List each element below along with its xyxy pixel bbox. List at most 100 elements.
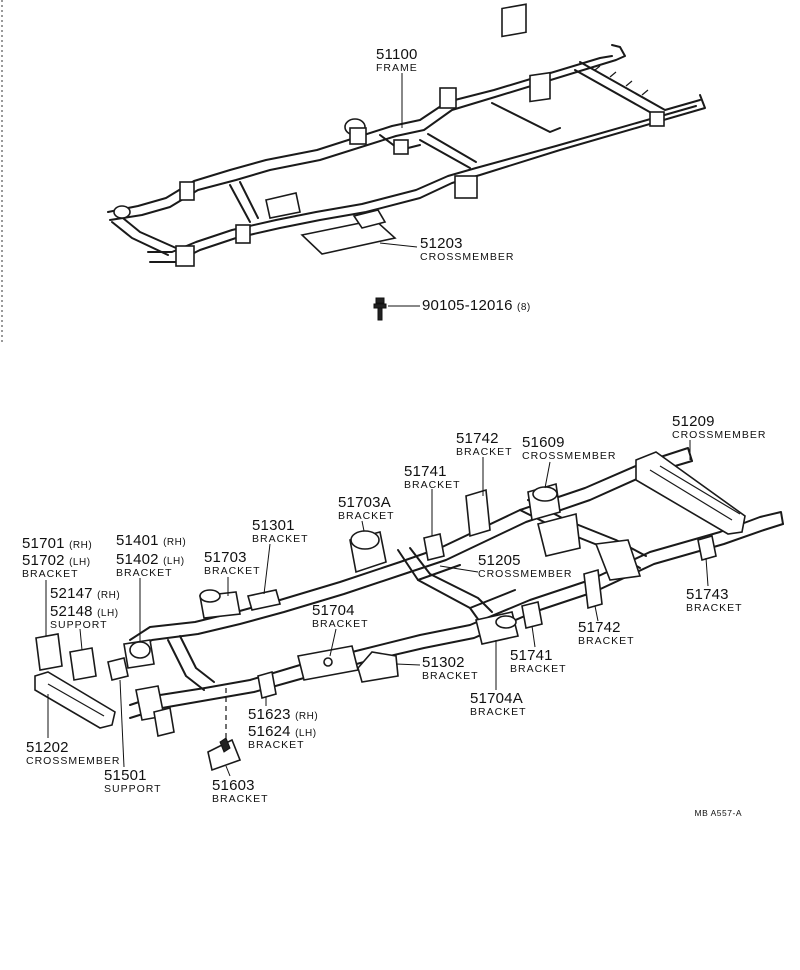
top-frame-right-rail <box>109 44 626 221</box>
callout-52148: 52148 (LH)SUPPORT <box>50 604 119 631</box>
part-name: BRACKET <box>252 533 309 545</box>
part-number: 51742 <box>578 619 621 636</box>
part-number: 51704A <box>470 690 523 707</box>
part-number: 51402 (LH) <box>116 551 185 568</box>
side-suffix: (LH) <box>295 728 317 739</box>
support-52147 <box>69 647 97 681</box>
top-crossmember-51203-plate <box>300 219 397 255</box>
part-name: BRACKET <box>22 568 79 580</box>
bolt-90105-icon <box>375 297 385 304</box>
part-number: 51623 (RH) <box>248 706 319 723</box>
part-name: BRACKET <box>422 670 479 682</box>
bottom-frame-lower-rail <box>129 511 784 706</box>
part-name: BRACKET <box>510 663 567 675</box>
part-name: BRACKET <box>686 602 743 614</box>
side-suffix: (RH) <box>97 590 121 601</box>
bracket-51742-lower <box>583 568 603 610</box>
part-number: 51202 <box>26 739 69 756</box>
part-number: 51501 <box>104 767 147 784</box>
part-number: 52148 (LH) <box>50 603 119 620</box>
part-number: 51209 <box>672 413 715 430</box>
part-number: 52147 (RH) <box>50 585 121 602</box>
callout-90105: 90105-12016 (8) <box>422 298 531 313</box>
middle-crossmember-51205 <box>397 547 493 623</box>
side-suffix: (LH) <box>69 557 91 568</box>
part-name: BRACKET <box>212 793 269 805</box>
part-name: BRACKET <box>312 618 369 630</box>
part-number: 51205 <box>478 552 521 569</box>
callout-51402: 51402 (LH)BRACKET <box>116 552 185 579</box>
bracket-51741-lower <box>521 601 543 629</box>
part-number: 51100 <box>376 46 418 63</box>
part-name: CROSSMEMBER <box>522 450 617 462</box>
side-suffix: (RH) <box>69 540 93 551</box>
callout-51401: 51401 (RH) <box>116 533 186 548</box>
bracket-51742-upper <box>465 488 491 538</box>
part-name: CROSSMEMBER <box>672 429 767 441</box>
part-number: 51702 (LH) <box>22 552 91 569</box>
part-name: BRACKET <box>456 446 513 458</box>
bracket-51301 <box>246 589 282 611</box>
part-name: CROSSMEMBER <box>26 755 121 767</box>
part-name: SUPPORT <box>104 783 162 795</box>
part-number: 51743 <box>686 586 729 603</box>
part-name: BRACKET <box>404 479 461 491</box>
part-number: 51302 <box>422 654 465 671</box>
part-number: 51703A <box>338 494 391 511</box>
rear-crossmember-51209 <box>635 451 746 535</box>
part-number: 51609 <box>522 434 565 451</box>
callout-51702: 51702 (LH)BRACKET <box>22 553 91 580</box>
part-number: 51701 (RH) <box>22 535 93 552</box>
top-frame-assembly <box>107 3 706 321</box>
part-number: 90105-12016 (8) <box>422 297 531 314</box>
side-suffix: (RH) <box>295 711 319 722</box>
bottom-frame-assembly <box>34 440 784 777</box>
part-number: 51742 <box>456 430 499 447</box>
callout-51701: 51701 (RH) <box>22 536 92 551</box>
part-number: 51703 <box>204 549 247 566</box>
bracket-51741-upper <box>423 533 445 561</box>
part-number: 51603 <box>212 777 255 794</box>
bracket-51743 <box>697 534 717 562</box>
callout-52147: 52147 (RH) <box>50 586 120 601</box>
bracket-51701 <box>35 633 63 671</box>
part-name: BRACKET <box>338 510 395 522</box>
side-suffix: (8) <box>517 302 531 313</box>
part-number: 51624 (LH) <box>248 723 317 740</box>
bracket-51623 <box>257 670 277 700</box>
callout-51623: 51623 (RH) <box>248 707 318 722</box>
part-number: 51401 (RH) <box>116 532 187 549</box>
support-51501 <box>107 657 129 681</box>
part-number: 51741 <box>510 647 553 664</box>
part-number: 51704 <box>312 602 355 619</box>
part-name: FRAME <box>376 62 418 74</box>
part-name: CROSSMEMBER <box>478 568 573 580</box>
part-name: BRACKET <box>578 635 635 647</box>
part-number: 51301 <box>252 517 295 534</box>
side-suffix: (RH) <box>163 537 187 548</box>
callout-51624: 51624 (LH)BRACKET <box>248 724 317 751</box>
part-name: BRACKET <box>470 706 527 718</box>
part-name: SUPPORT <box>50 619 108 631</box>
drawing-code: MB A557-A <box>694 808 742 818</box>
part-name: BRACKET <box>204 565 261 577</box>
